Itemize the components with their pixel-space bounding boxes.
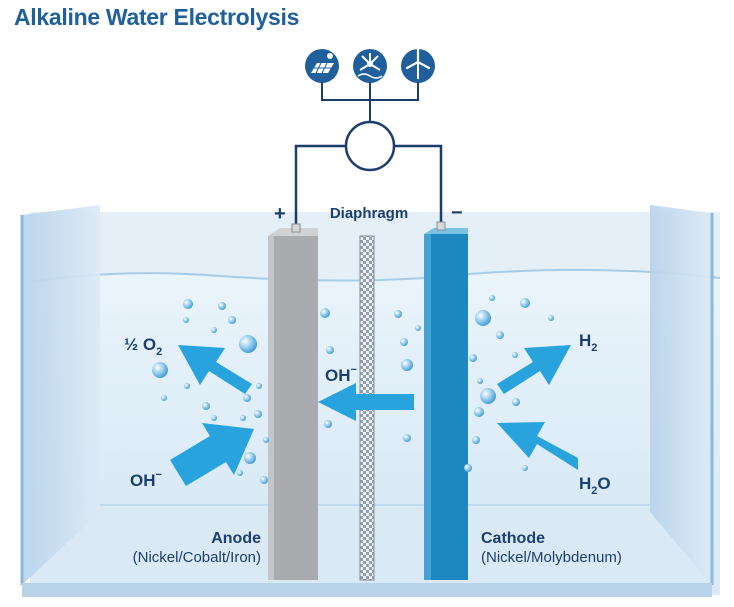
h2o-label: H2O [579,474,611,497]
anode-electrode [268,223,318,580]
arrow-h2o-in-cathode [497,422,578,470]
arrow-oh-through-diaphragm [318,383,414,421]
hydro-turbine-icon [353,49,387,83]
arrow-o2-out [178,345,252,394]
solar-panel-icon [305,49,339,83]
negative-terminal-label: − [451,202,463,224]
gas-bubbles [152,295,554,484]
oh-anode-label: OH− [130,469,162,490]
o2-label: ½ O2 [124,335,162,358]
tank-right-wall [650,205,712,585]
tank-left-wall [22,205,100,585]
diaphragm-label: Diaphragm [330,205,408,222]
page-title: Alkaline Water Electrolysis [14,4,300,30]
positive-terminal-label: + [274,203,286,225]
power-supply-symbol [344,120,396,172]
cathode-electrode [424,221,468,580]
arrow-oh-in-anode [170,423,254,486]
cathode-material-label: (Nickel/Molybdenum) [481,549,622,566]
anode-label: Anode [211,530,261,547]
wind-turbine-icon [401,47,435,83]
cathode-label: Cathode [481,530,545,547]
wire-anode [294,144,346,232]
h2-label: H2 [579,331,597,354]
oh-diaphragm-label: OH− [325,364,357,385]
wire-cathode [394,144,443,230]
tank-front-edge [22,583,712,597]
arrow-h2-out [497,345,571,394]
anode-material-label: (Nickel/Cobalt/Iron) [133,549,261,566]
tank-floor [30,505,720,595]
